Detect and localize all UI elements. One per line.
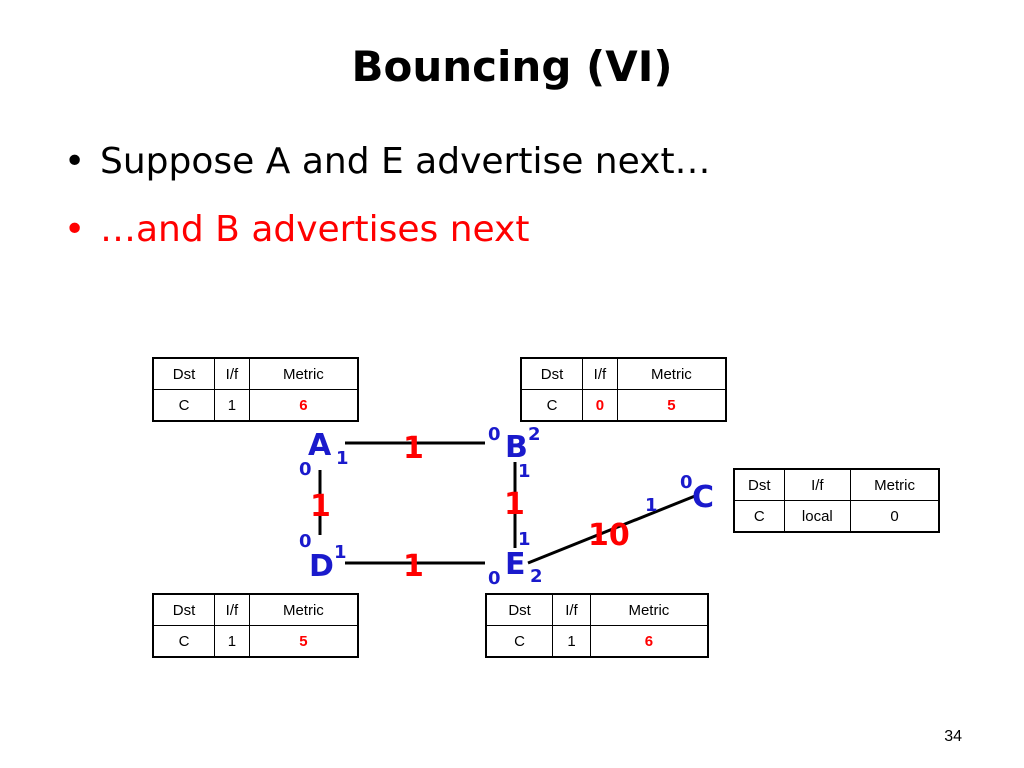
header-metric: Metric	[616, 357, 727, 390]
cell-dst: C	[485, 625, 554, 658]
node-a: A	[308, 428, 332, 463]
cell-dst: C	[520, 389, 584, 422]
header-if: I/f	[214, 357, 250, 390]
cell-metric: 5	[616, 389, 727, 422]
node-b: B	[505, 430, 528, 465]
cost-a-b: 1	[403, 431, 424, 466]
cell-if: local	[783, 500, 852, 533]
port-b-left: 0	[488, 424, 501, 445]
table-row: C 1 6	[152, 389, 359, 422]
cost-e-c: 10	[588, 518, 630, 553]
cost-d-e: 1	[403, 549, 424, 584]
cell-if: 0	[582, 389, 618, 422]
header-metric: Metric	[850, 468, 940, 501]
bullet-dot: •	[64, 141, 86, 182]
cell-if: 1	[214, 389, 250, 422]
cell-metric: 0	[850, 500, 940, 533]
port-d-right: 1	[334, 542, 347, 563]
table-row: C 0 5	[520, 389, 727, 422]
bullet-item: • …and B advertises next	[64, 208, 711, 276]
header-dst: Dst	[733, 468, 785, 501]
table-header-row: Dst I/f Metric	[520, 357, 727, 390]
table-header-row: Dst I/f Metric	[733, 468, 940, 501]
header-dst: Dst	[520, 357, 584, 390]
cost-b-e: 1	[504, 487, 525, 522]
port-e-left: 0	[488, 568, 501, 589]
cell-dst: C	[152, 625, 216, 658]
header-dst: Dst	[485, 593, 554, 626]
bullet-text: …and B advertises next	[100, 209, 530, 250]
table-row: C 1 5	[152, 625, 359, 658]
cell-metric: 6	[589, 625, 709, 658]
cost-a-d: 1	[310, 489, 331, 524]
cell-if: 1	[214, 625, 250, 658]
table-row: C local 0	[733, 500, 940, 533]
port-a-right: 1	[336, 448, 349, 469]
node-e: E	[505, 547, 526, 582]
port-b-right: 2	[528, 424, 541, 445]
port-e-up: 1	[518, 529, 531, 550]
bullet-item: • Suppose A and E advertise next…	[64, 140, 711, 208]
page-number: 34	[944, 728, 962, 745]
port-c-top: 0	[680, 472, 693, 493]
cell-metric: 5	[248, 625, 359, 658]
port-a-down: 0	[299, 459, 312, 480]
routing-table-b: Dst I/f Metric C 0 5	[520, 357, 727, 422]
bullet-dot: •	[64, 209, 86, 250]
routing-table-d: Dst I/f Metric C 1 5	[152, 593, 359, 658]
header-dst: Dst	[152, 593, 216, 626]
node-d: D	[309, 549, 334, 584]
header-metric: Metric	[248, 593, 359, 626]
slide-title: Bouncing (VI)	[351, 42, 673, 91]
bullet-text: Suppose A and E advertise next…	[100, 141, 711, 182]
bullet-list: • Suppose A and E advertise next… • …and B…	[64, 140, 711, 276]
cell-metric: 6	[248, 389, 359, 422]
cell-dst: C	[152, 389, 216, 422]
cell-dst: C	[733, 500, 785, 533]
routing-table-e: Dst I/f Metric C 1 6	[485, 593, 709, 658]
table-header-row: Dst I/f Metric	[152, 593, 359, 626]
table-header-row: Dst I/f Metric	[485, 593, 709, 626]
port-c-left: 1	[645, 495, 658, 516]
routing-table-c: Dst I/f Metric C local 0	[733, 468, 940, 533]
link-e-c	[527, 494, 696, 565]
port-b-down: 1	[518, 461, 531, 482]
header-if: I/f	[552, 593, 591, 626]
routing-table-a: Dst I/f Metric C 1 6	[152, 357, 359, 422]
port-e-right: 2	[530, 566, 543, 587]
table-row: C 1 6	[485, 625, 709, 658]
header-metric: Metric	[248, 357, 359, 390]
port-d-up: 0	[299, 531, 312, 552]
node-c: C	[692, 480, 714, 515]
